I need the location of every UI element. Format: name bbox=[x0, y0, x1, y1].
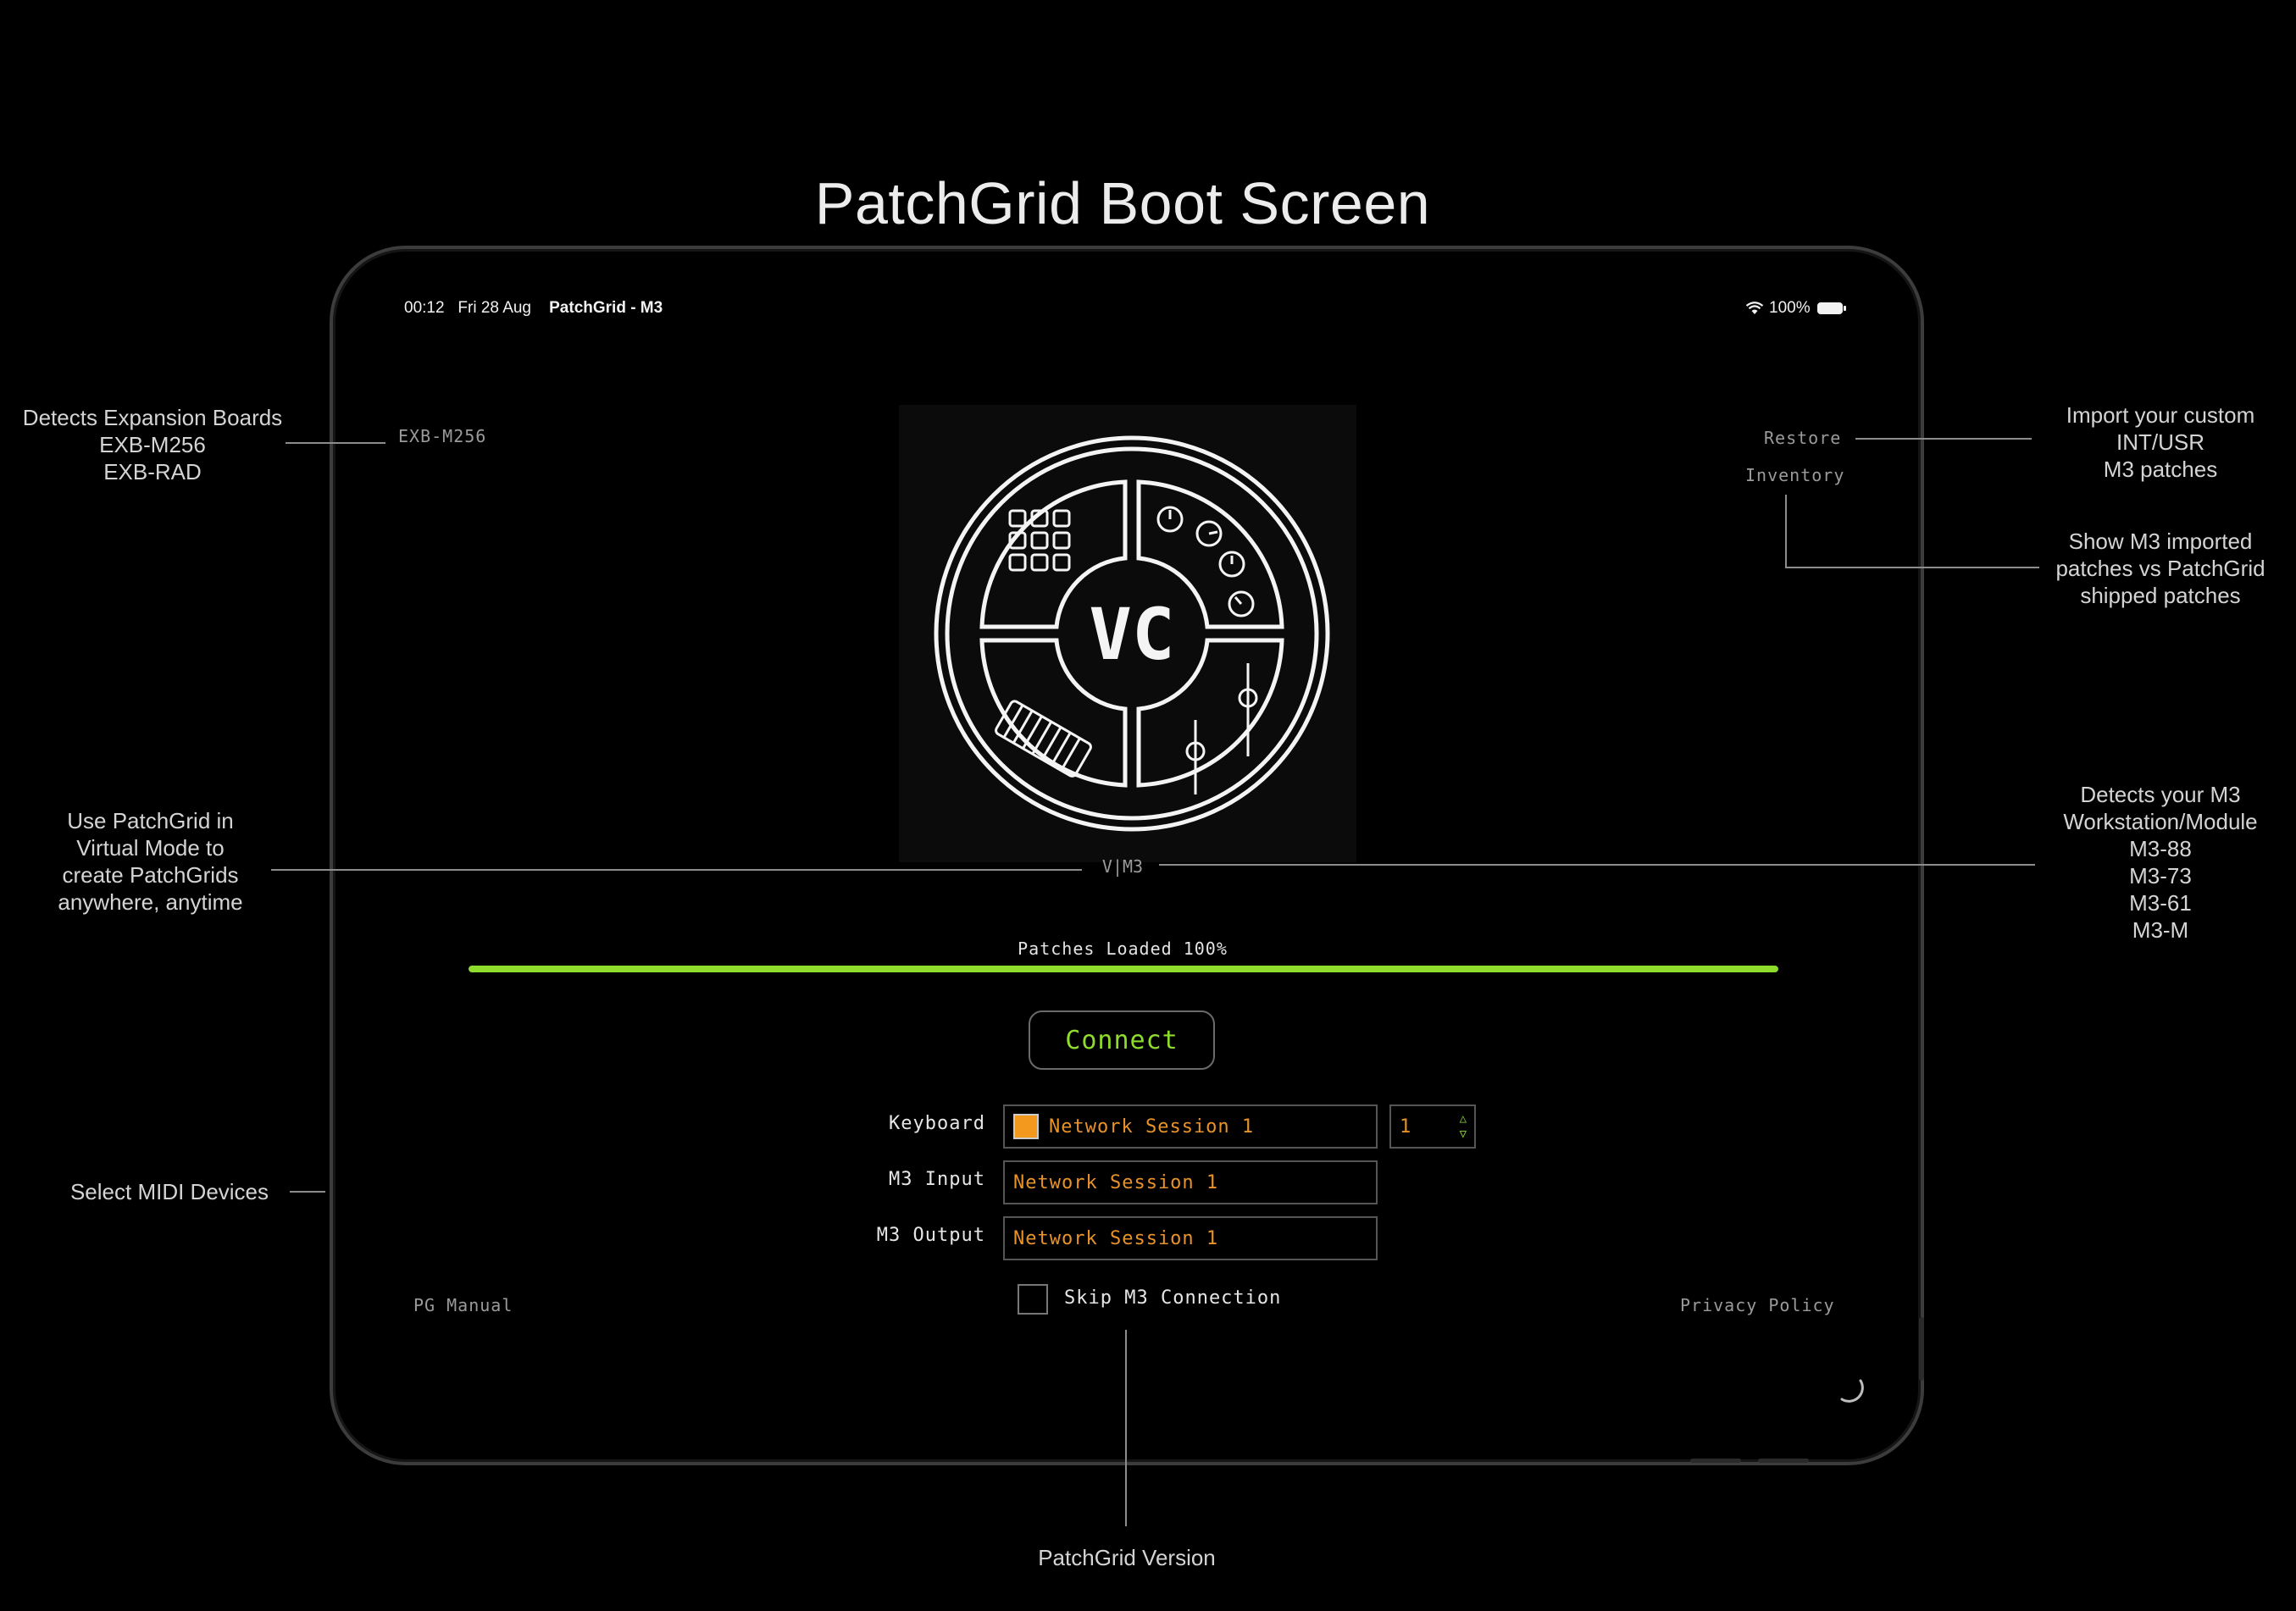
tablet-top-button bbox=[1690, 1459, 1741, 1463]
loading-spinner-icon bbox=[1840, 1379, 1864, 1403]
restore-button[interactable]: Restore bbox=[1764, 428, 1842, 448]
m3-input-select[interactable]: Network Session 1 bbox=[1003, 1160, 1378, 1204]
leader-line bbox=[286, 442, 385, 444]
status-time: 00:12 bbox=[404, 299, 445, 317]
annotation-midi-devices: Select MIDI Devices bbox=[69, 1179, 269, 1204]
leader-line bbox=[1785, 567, 2039, 568]
status-date: Fri 28 Aug bbox=[458, 299, 531, 317]
page-title: PatchGrid Boot Screen bbox=[814, 170, 1431, 236]
patchgrid-logo: VC bbox=[899, 405, 1356, 862]
battery-icon bbox=[1816, 302, 1846, 314]
stepper-arrows-icon[interactable]: △▽ bbox=[1459, 1112, 1467, 1141]
keyboard-select[interactable]: Network Session 1 bbox=[1003, 1104, 1378, 1149]
pg-manual-link[interactable]: PG Manual bbox=[413, 1295, 513, 1315]
m3-input-label: M3 Input bbox=[889, 1169, 985, 1190]
progress-fill bbox=[469, 966, 1778, 972]
annotation-virtual-mode: Use PatchGrid in Virtual Mode to create … bbox=[58, 808, 243, 915]
keyboard-value: Network Session 1 bbox=[1049, 1116, 1255, 1138]
keyboard-channel-stepper[interactable]: 1 △▽ bbox=[1389, 1104, 1476, 1149]
privacy-policy-link[interactable]: Privacy Policy bbox=[1680, 1295, 1835, 1315]
skip-m3-checkbox[interactable] bbox=[1018, 1284, 1048, 1315]
inventory-button[interactable]: Inventory bbox=[1745, 465, 1845, 485]
tablet-side-button bbox=[1919, 1317, 1924, 1381]
keyboard-label: Keyboard bbox=[889, 1113, 985, 1134]
leader-line bbox=[290, 1191, 325, 1193]
annotation-detects-m3: Detects your M3 Workstation/Module M3-88… bbox=[2063, 782, 2258, 943]
tablet-top-button bbox=[1758, 1459, 1809, 1463]
wifi-icon bbox=[1745, 302, 1764, 314]
leader-line bbox=[1785, 495, 1787, 567]
status-bar: 00:12 Fri 28 Aug PatchGrid - M3 bbox=[404, 299, 663, 318]
skip-m3-label[interactable]: Skip M3 Connection bbox=[1064, 1287, 1282, 1309]
annotation-import-patches: Import your custom INT/USR M3 patches bbox=[2066, 402, 2255, 482]
annotation-inventory: Show M3 imported patches vs PatchGrid sh… bbox=[2055, 529, 2265, 608]
logo-graphic: VC bbox=[934, 435, 1330, 832]
version-label: V|M3 bbox=[1101, 856, 1144, 877]
status-right: 100% bbox=[1745, 299, 1846, 318]
progress-bar bbox=[469, 966, 1778, 972]
m3-input-value: Network Session 1 bbox=[1013, 1171, 1219, 1193]
annotation-expansion-boards: Detects Expansion Boards EXB-M256 EXB-RA… bbox=[22, 405, 283, 484]
m3-output-select[interactable]: Network Session 1 bbox=[1003, 1216, 1378, 1260]
progress-label: Patches Loaded 100% bbox=[1018, 938, 1228, 959]
connect-button[interactable]: Connect bbox=[1029, 1010, 1215, 1070]
status-app-name: PatchGrid - M3 bbox=[549, 299, 663, 317]
keyboard-channel-value: 1 bbox=[1400, 1116, 1412, 1138]
m3-output-value: Network Session 1 bbox=[1013, 1227, 1219, 1249]
leader-line bbox=[1125, 1330, 1127, 1526]
annotation-version: PatchGrid Version bbox=[1038, 1545, 1216, 1570]
exb-m256-link[interactable]: EXB-M256 bbox=[398, 426, 487, 446]
keyboard-color-swatch bbox=[1013, 1114, 1039, 1139]
leader-line bbox=[271, 869, 1082, 871]
leader-line bbox=[1159, 864, 2035, 866]
battery-percent: 100% bbox=[1769, 299, 1811, 317]
m3-output-label: M3 Output bbox=[876, 1225, 985, 1246]
leader-line bbox=[1855, 438, 2032, 440]
logo-text: VC bbox=[1089, 593, 1174, 676]
